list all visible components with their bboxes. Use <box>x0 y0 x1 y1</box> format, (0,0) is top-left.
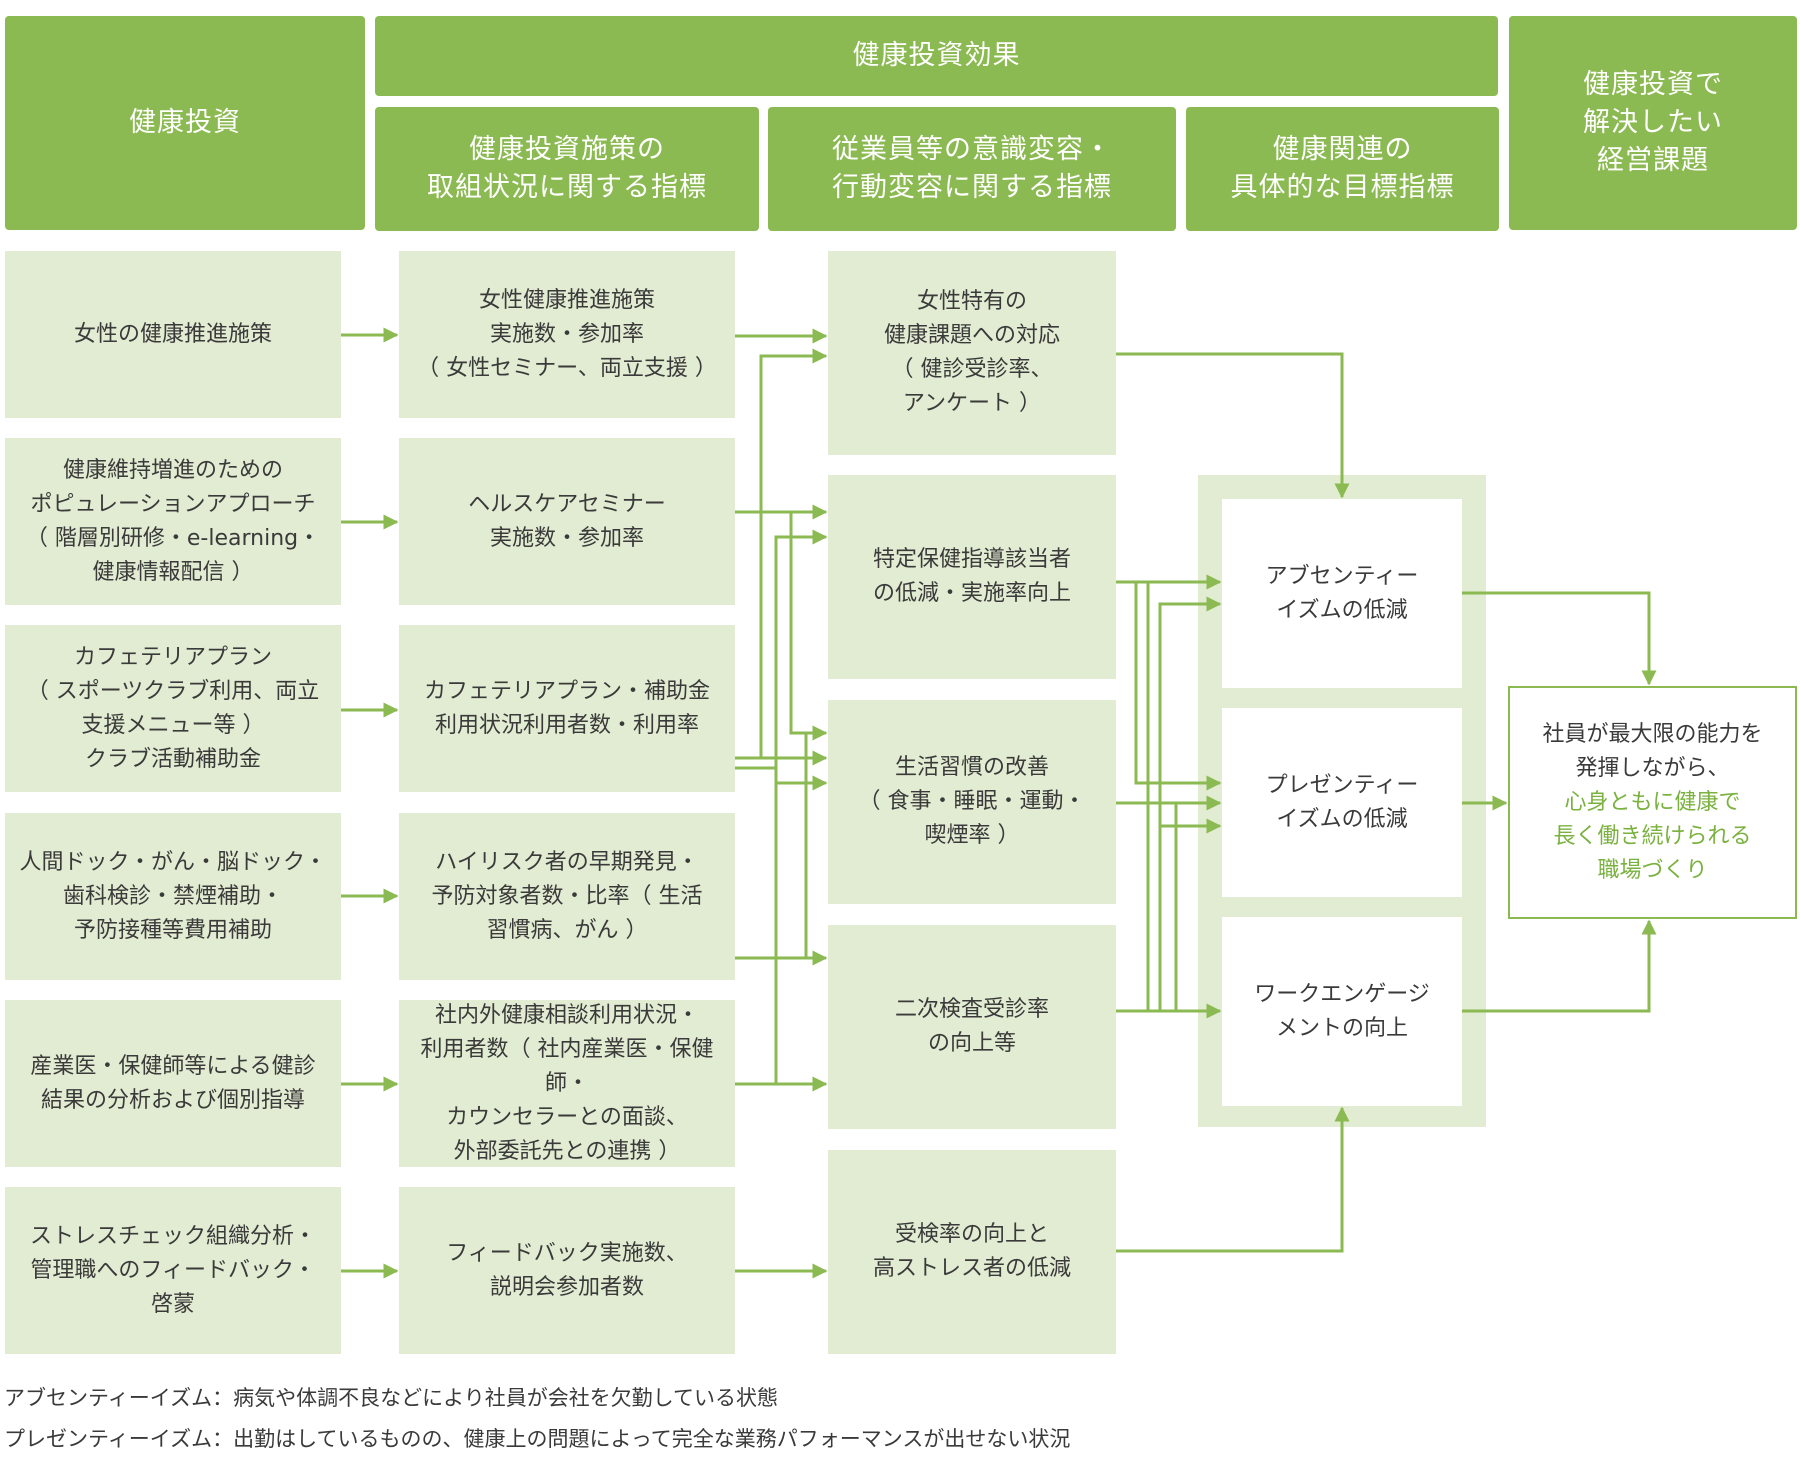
investment-box: ストレスチェック組織分析・ 管理職へのフィードバック・ 啓蒙 <box>5 1187 341 1354</box>
goal-accent-text: 心身ともに健康で 長く働き続けられる 職場づくり <box>1553 789 1752 883</box>
header-effects: 健康投資効果 <box>375 16 1498 96</box>
investment-box: 女性の健康推進施策 <box>5 251 341 418</box>
footnote-presenteeism: プレゼンティーイズム：出勤はしているものの、健康上の問題によって完全な業務パフォ… <box>4 1427 1071 1451</box>
measure-box: カフェテリアプラン・補助金 利用状況利用者数・利用率 <box>399 625 735 792</box>
goal-text: 社員が最大限の能力を 発揮しながら、 <box>1542 721 1763 781</box>
measure-box: フィードバック実施数、 説明会参加者数 <box>399 1187 735 1354</box>
header-management: 健康投資で 解決したい 経営課題 <box>1509 16 1797 230</box>
awareness-box: 女性特有の 健康課題への対応 （ 健診受診率、 アンケート ） <box>828 251 1116 455</box>
target-box-presenteeism: プレゼンティー イズムの低減 <box>1222 708 1462 897</box>
investment-box: 健康維持増進のための ポピュレーションアプローチ （ 階層別研修・e-learn… <box>5 438 341 605</box>
target-box-engagement: ワークエンゲージ メントの向上 <box>1222 917 1462 1106</box>
measure-box: ヘルスケアセミナー 実施数・参加率 <box>399 438 735 605</box>
header-awareness: 従業員等の意識変容・ 行動変容に関する指標 <box>768 107 1176 231</box>
management-goal-box: 社員が最大限の能力を 発揮しながら、 心身ともに健康で 長く働き続けられる 職場… <box>1508 686 1797 919</box>
target-box-absenteeism: アブセンティー イズムの低減 <box>1222 499 1462 688</box>
measure-box: ハイリスク者の早期発見・ 予防対象者数・比率（ 生活 習慣病、がん ） <box>399 813 735 980</box>
awareness-box: 二次検査受診率 の向上等 <box>828 925 1116 1129</box>
awareness-box: 生活習慣の改善 （ 食事・睡眠・運動・ 喫煙率 ） <box>828 700 1116 904</box>
measure-box: 女性健康推進施策 実施数・参加率 （ 女性セミナー、両立支援 ） <box>399 251 735 418</box>
footnote-absenteeism: アブセンティーイズム：病気や体調不良などにより社員が会社を欠勤している状態 <box>4 1386 779 1410</box>
investment-box: 産業医・保健師等による健診 結果の分析および個別指導 <box>5 1000 341 1167</box>
measure-box: 社内外健康相談利用状況・ 利用者数（ 社内産業医・保健師・ カウンセラーとの面談… <box>399 1000 735 1167</box>
header-targets: 健康関連の 具体的な目標指標 <box>1186 107 1499 231</box>
awareness-box: 受検率の向上と 高ストレス者の低減 <box>828 1150 1116 1354</box>
investment-box: カフェテリアプラン （ スポーツクラブ利用、両立 支援メニュー等 ） クラブ活動… <box>5 625 341 792</box>
header-investment: 健康投資 <box>5 16 365 230</box>
investment-box: 人間ドック・がん・脳ドック・ 歯科検診・禁煙補助・ 予防接種等費用補助 <box>5 813 341 980</box>
header-measures: 健康投資施策の 取組状況に関する指標 <box>375 107 759 231</box>
awareness-box: 特定保健指導該当者 の低減・実施率向上 <box>828 475 1116 679</box>
